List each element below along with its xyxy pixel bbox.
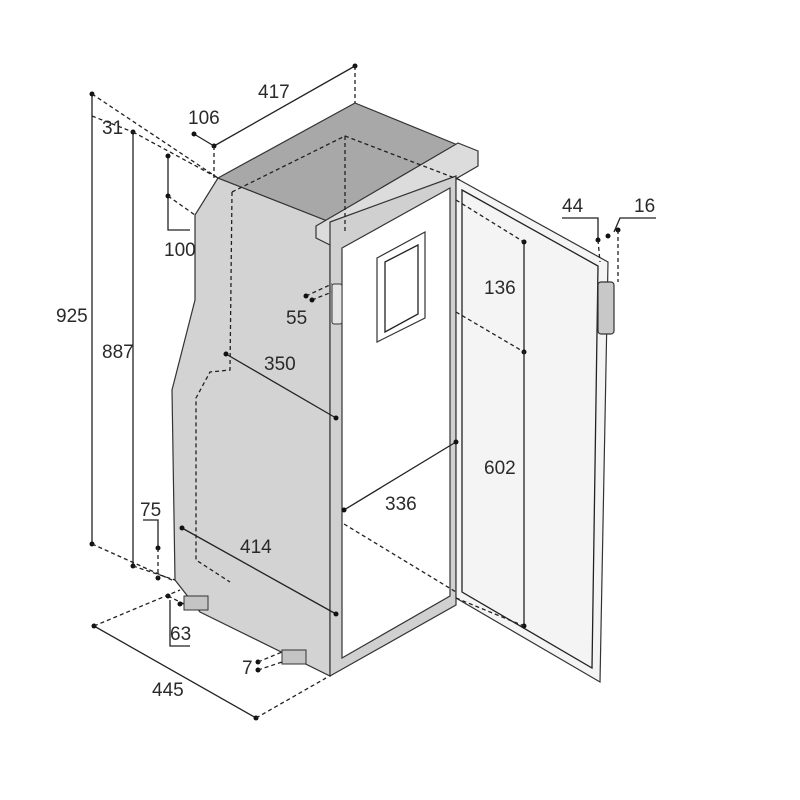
dim-foot-offset: 63: [165, 593, 191, 647]
label-106: 106: [188, 108, 220, 129]
label-16: 16: [634, 196, 655, 217]
front-foot: [281, 649, 307, 665]
dim-foot-height: 75: [140, 500, 161, 581]
dim-total-height: 925: [56, 91, 219, 581]
cabinet-hidden-edges: [195, 135, 461, 583]
label-31: 31: [102, 118, 123, 139]
label-414: 414: [240, 537, 272, 558]
freezer-door-line: [384, 243, 419, 334]
dim-inner-depth-upper: 350: [223, 351, 339, 421]
label-350: 350: [264, 354, 296, 375]
label-100: 100: [164, 240, 196, 261]
dim-fridge-height: 602: [455, 352, 527, 629]
dim-body-height: 887: [102, 129, 219, 581]
dim-handle-depth: 16: [605, 196, 656, 282]
dim-hinge-offset: 55: [286, 283, 333, 329]
dim-rear-step-height: 100: [164, 153, 196, 261]
dim-top-depth: 417: [211, 63, 358, 149]
label-136: 136: [484, 278, 516, 299]
dim-bottom-depth: 414: [179, 525, 339, 617]
label-336: 336: [385, 494, 417, 515]
label-7: 7: [242, 658, 253, 679]
label-887: 887: [102, 342, 134, 363]
dim-top-offset: 31: [91, 115, 134, 139]
fridge-door: [455, 176, 609, 684]
dim-freezer-height: 136: [455, 199, 527, 355]
dim-base-depth: 445: [91, 589, 327, 721]
rear-foot: [183, 595, 209, 611]
label-75: 75: [140, 500, 161, 521]
label-63: 63: [170, 624, 191, 645]
label-925: 925: [56, 306, 88, 327]
label-44: 44: [562, 196, 584, 217]
door-handle: [597, 281, 615, 335]
dim-rear-step: 106: [188, 108, 220, 178]
fridge-door-inner: [461, 188, 599, 670]
label-602: 602: [484, 458, 516, 479]
dim-foot-small: 7: [242, 651, 283, 679]
dim-door-thickness: 44: [562, 196, 601, 263]
label-445: 445: [152, 680, 184, 701]
label-55: 55: [286, 308, 307, 329]
dim-shelf-depth: 336: [341, 439, 459, 593]
label-417: 417: [258, 82, 290, 103]
hinge-block: [331, 283, 343, 325]
